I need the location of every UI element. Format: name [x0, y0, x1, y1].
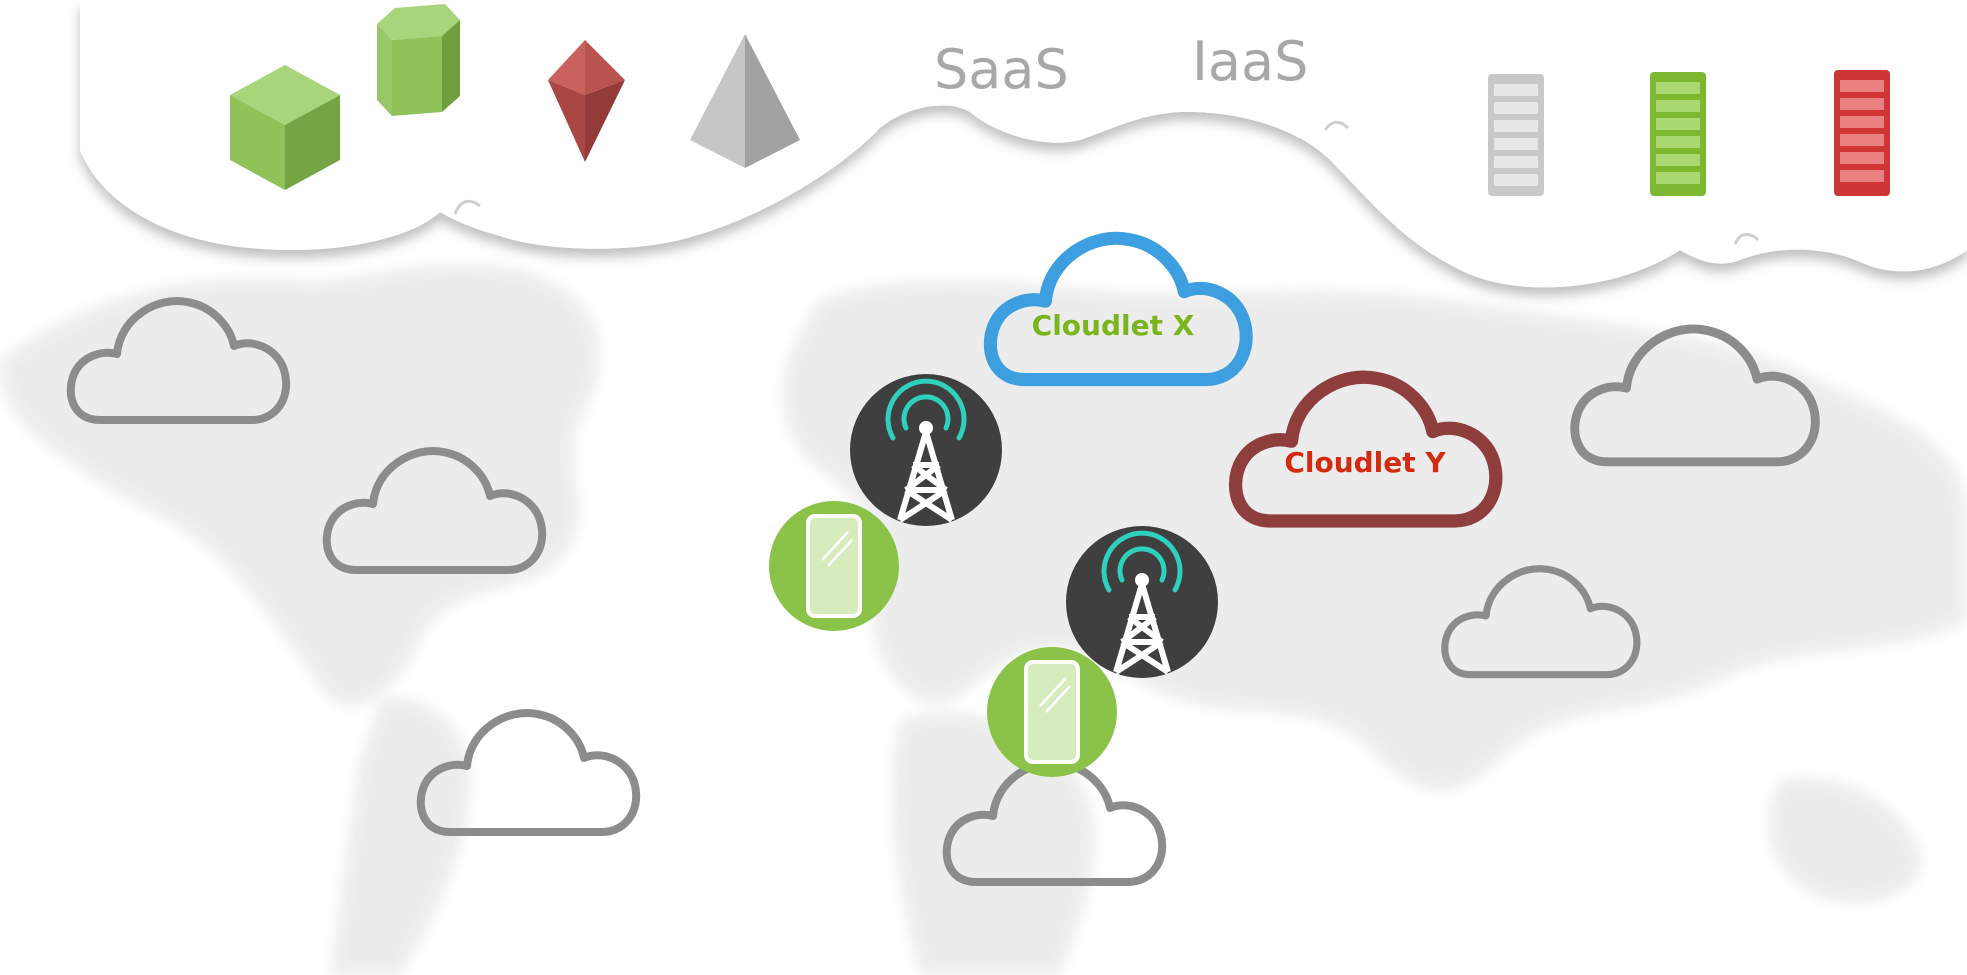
cloud-edge-accent [453, 199, 481, 215]
world-map-background [0, 263, 1967, 975]
gray-pyramid-icon [690, 34, 800, 168]
smartphone-icon [769, 501, 899, 631]
red-octahedron-icon [548, 40, 625, 162]
red-server-rack-icon [1834, 70, 1890, 196]
cloudlet-y: Cloudlet Y [1236, 377, 1496, 521]
cloudlet-x-label: Cloudlet X [1032, 309, 1195, 342]
green-cube-icon [230, 65, 340, 190]
iaas-label: IaaS [1192, 30, 1308, 93]
saas-label: SaaS [934, 38, 1069, 101]
smartphone-icon [987, 647, 1117, 777]
cell-tower-icon [850, 374, 1002, 526]
cloudlet-x: Cloudlet X [990, 238, 1246, 379]
green-server-rack-icon [1650, 72, 1706, 196]
cloud-edge-accent [1733, 233, 1760, 245]
gray-server-rack-icon [1488, 74, 1544, 196]
cloudlet-y-label: Cloudlet Y [1284, 446, 1446, 479]
top-cloud-bank [80, 0, 1967, 288]
green-hexagonal-prism-icon [377, 4, 460, 116]
cloud-edge-accent [1323, 120, 1350, 131]
cell-tower-icon [1066, 526, 1218, 678]
